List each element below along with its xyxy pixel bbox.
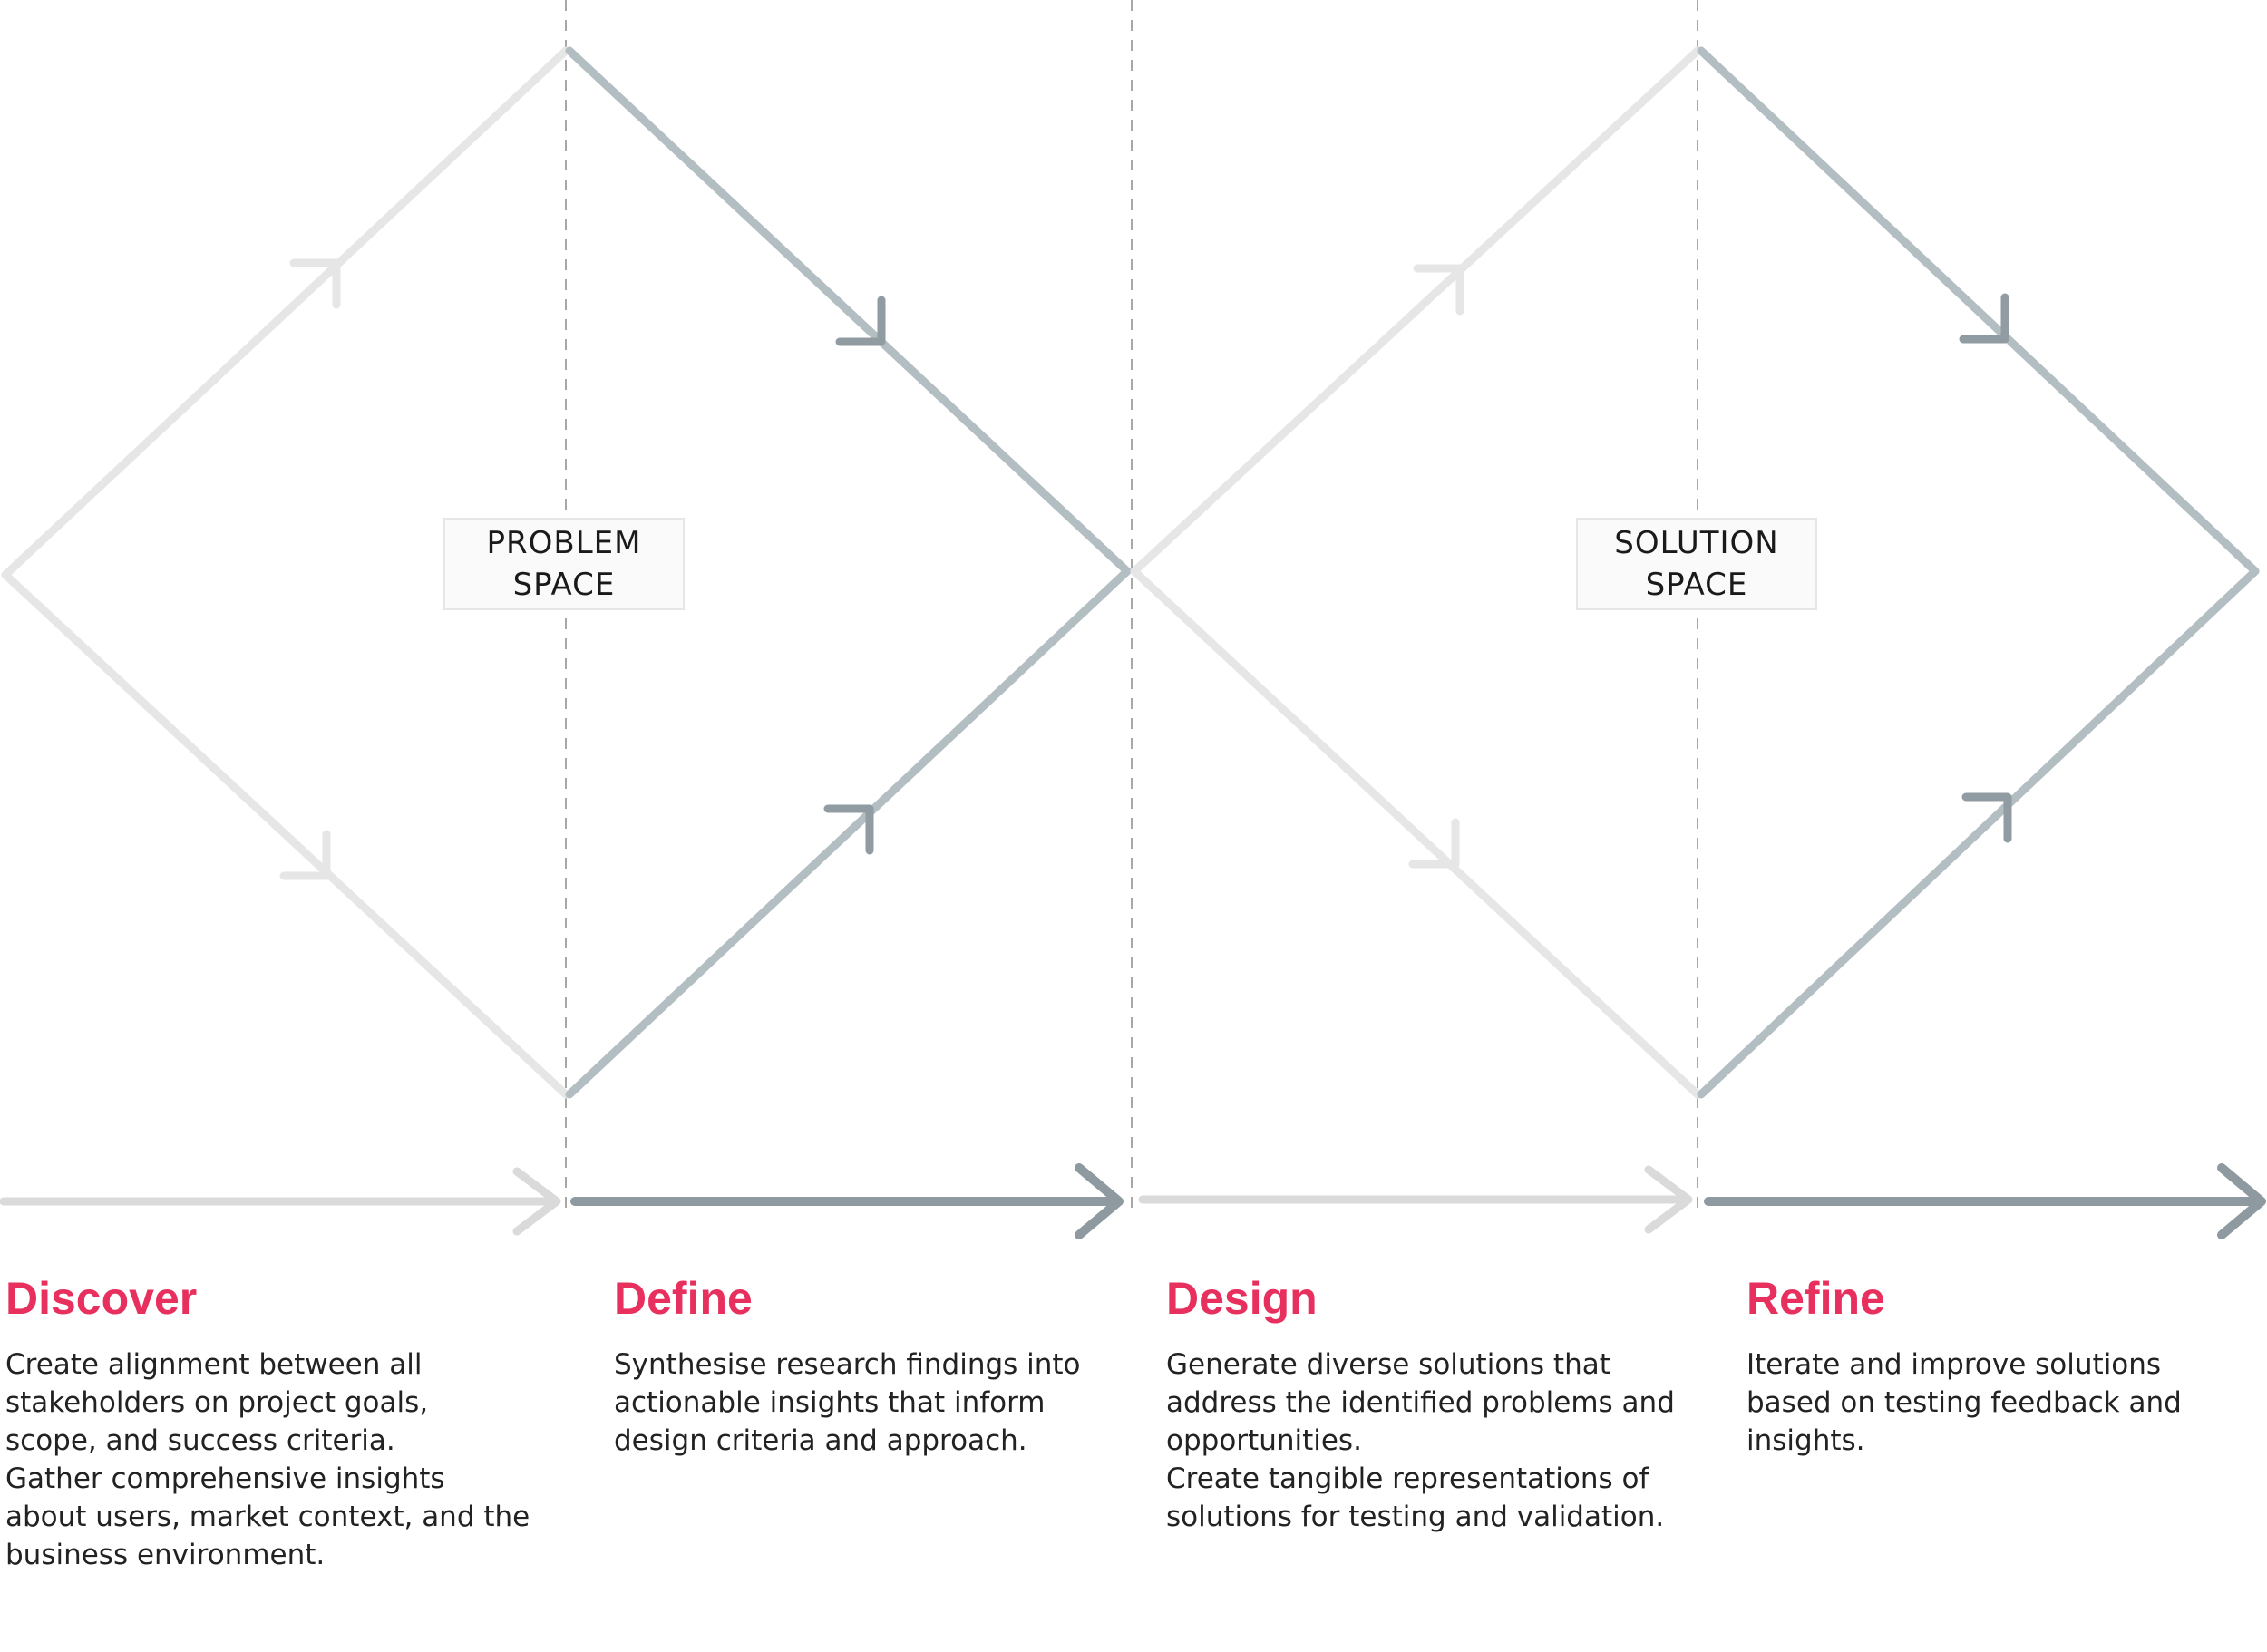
solution-space-label: SOLUTION SPACE (1576, 518, 1817, 610)
diamond1-discover-upper-edge (1, 46, 570, 579)
arrowhead-icon (1075, 1163, 1124, 1239)
problem-space-label-line2: SPACE (512, 567, 616, 603)
phase-title: Define (614, 1273, 753, 1324)
phase-define: Define Synthesise research findings into… (614, 1269, 1158, 1460)
problem-space-label-line1: PROBLEM (486, 525, 642, 561)
arrowhead-icon (279, 830, 331, 880)
arrowhead-icon (2217, 1163, 2266, 1239)
solution-space-label-line1: SOLUTION (1614, 525, 1779, 561)
problem-space-label: PROBLEM SPACE (443, 518, 685, 610)
diamond2-design-upper-edge (1130, 46, 1702, 576)
arrowhead-icon (823, 804, 874, 855)
phase-description: Generate diverse solutions that address … (1166, 1348, 1675, 1533)
phase-description: Create alignment between all stakeholder… (5, 1348, 530, 1571)
solution-space-label-line2: SPACE (1645, 567, 1748, 603)
arrowhead-icon (289, 258, 341, 309)
phase-title: Design (1166, 1273, 1318, 1324)
diamond1-define-lower-edge (565, 567, 1132, 1099)
phase-description: Synthesise research findings into action… (614, 1348, 1081, 1457)
diamond2-design-lower-edge (1130, 567, 1702, 1099)
diamond1-define-upper-edge (565, 46, 1132, 576)
diamond2-refine-upper-edge (1697, 46, 2260, 576)
arrowhead-icon (1961, 792, 2012, 843)
arrowhead-icon (835, 296, 886, 346)
phase-refine: Refine Iterate and improve solutions bas… (1746, 1269, 2267, 1460)
arrowhead-icon (1644, 1165, 1693, 1234)
phase-title: Discover (5, 1273, 198, 1324)
phase-title: Refine (1746, 1273, 1885, 1324)
phase-design: Design Generate diverse solutions that a… (1166, 1269, 1710, 1536)
arrowhead-icon (512, 1167, 561, 1236)
phase-discover: Discover Create alignment between all st… (5, 1269, 550, 1574)
arrowhead-icon (1959, 293, 2009, 344)
arrowhead-icon (1408, 818, 1460, 869)
arrowhead-icon (1413, 264, 1464, 316)
diamond2-refine-lower-edge (1697, 567, 2260, 1099)
diamond1-discover-lower-edge (1, 570, 570, 1099)
phase-description: Iterate and improve solutions based on t… (1746, 1348, 2182, 1457)
